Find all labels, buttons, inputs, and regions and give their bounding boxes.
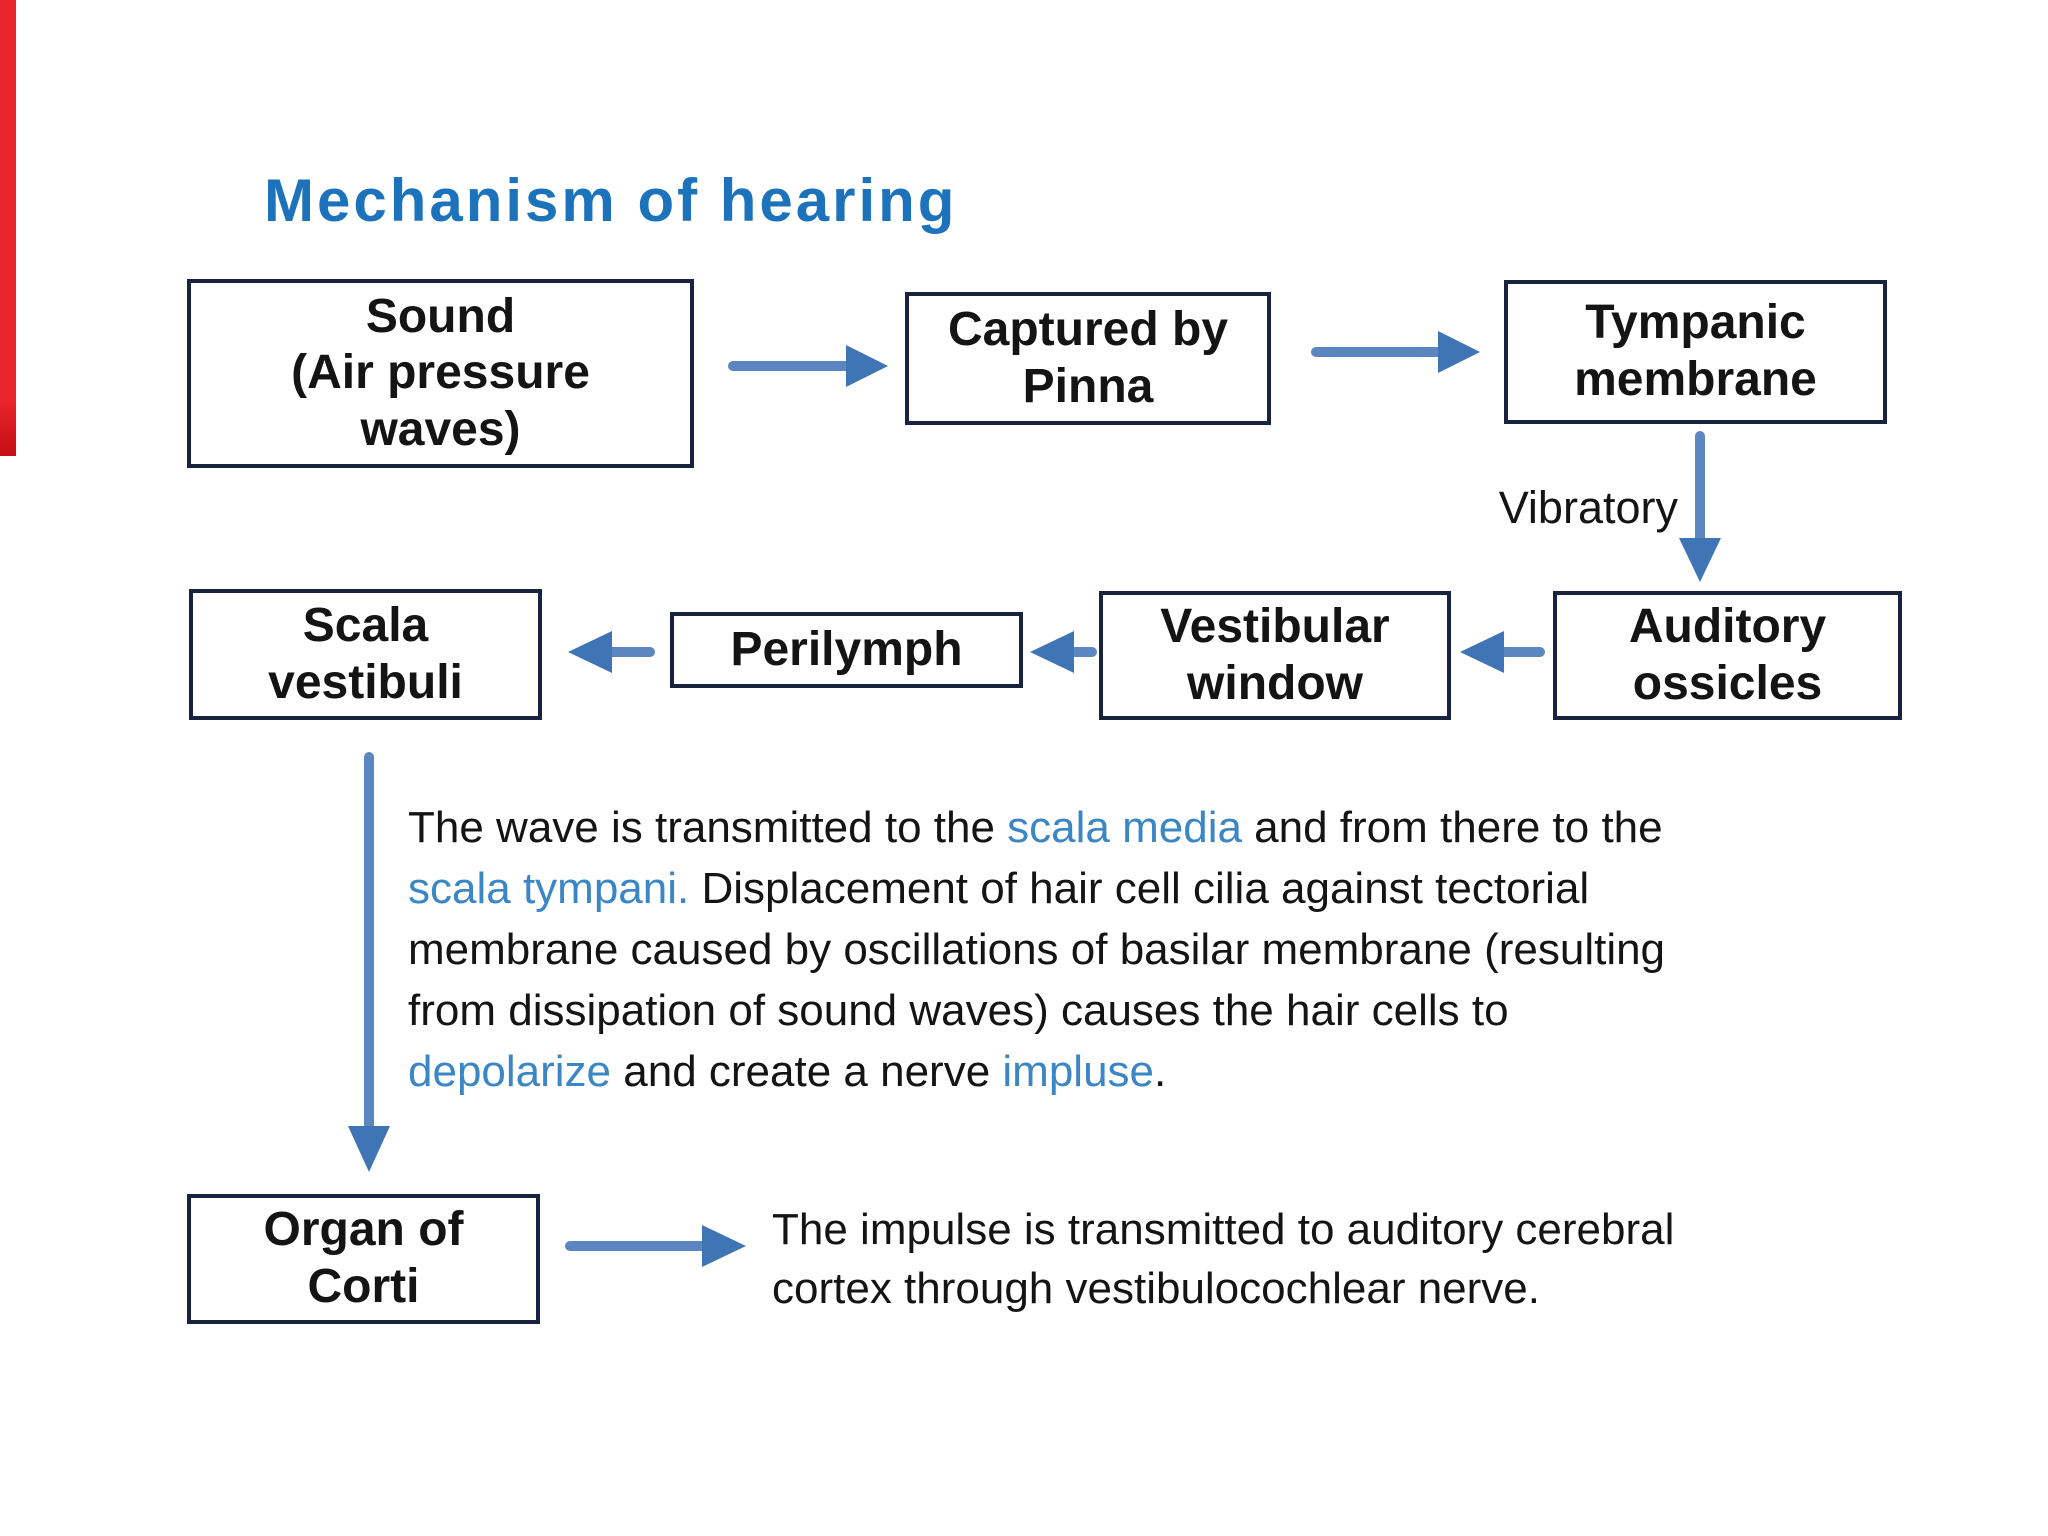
box-organ-of-corti: Organ of Corti (187, 1194, 540, 1324)
arrow-vestibular-to-perilymph-icon (1030, 631, 1097, 673)
box-scala-label: Scala vestibuli (268, 598, 463, 709)
box-sound-label: Sound (Air pressure waves) (291, 289, 590, 456)
arrow-auditory-to-vestibular-icon (1460, 631, 1545, 673)
impulse-text: The impulse is transmitted to auditory c… (772, 1205, 1675, 1313)
arrow-organ-to-text-icon (565, 1225, 746, 1267)
box-sound: Sound (Air pressure waves) (187, 279, 694, 468)
paragraph-line: The wave is transmitted to the scala med… (408, 803, 1663, 852)
paragraph-line: scala tympani. Displacement of hair cell… (408, 864, 1590, 913)
arrow-tympanic-to-auditory-icon (1679, 431, 1721, 582)
red-edge-stripe (0, 0, 16, 456)
box-tympanic-label: Tympanic membrane (1574, 296, 1817, 406)
box-perilymph: Perilymph (670, 612, 1023, 688)
slide-title: Mechanism of hearing (264, 167, 958, 234)
box-vestibular-window: Vestibular window (1099, 591, 1451, 720)
arrow-sound-to-pinna-icon (728, 345, 888, 387)
vibratory-label: Vibratory (1498, 482, 1678, 533)
arrow-perilymph-to-scala-icon (568, 631, 655, 673)
box-auditory-label: Auditory ossicles (1628, 599, 1827, 710)
box-scala-vestibuli: Scala vestibuli (189, 589, 542, 720)
box-perilymph-label: Perilymph (730, 622, 963, 676)
box-organ-label: Organ of Corti (263, 1203, 464, 1313)
arrow-pinna-to-tympanic-icon (1311, 331, 1480, 373)
box-vestibular-label: Vestibular window (1160, 599, 1390, 710)
arrow-scala-to-organ-icon (348, 752, 390, 1172)
paragraph-line: from dissipation of sound waves) causes … (408, 986, 1509, 1035)
box-auditory-ossicles: Auditory ossicles (1553, 591, 1902, 720)
paragraph-line: depolarize and create a nerve impluse. (408, 1047, 1167, 1096)
description-paragraph: The wave is transmitted to the scala med… (408, 797, 1928, 1102)
box-tympanic-membrane: Tympanic membrane (1504, 280, 1887, 424)
paragraph-line: membrane caused by oscillations of basil… (408, 925, 1666, 974)
box-captured-by-pinna: Captured by Pinna (905, 292, 1271, 425)
box-pinna-label: Captured by Pinna (947, 302, 1229, 413)
